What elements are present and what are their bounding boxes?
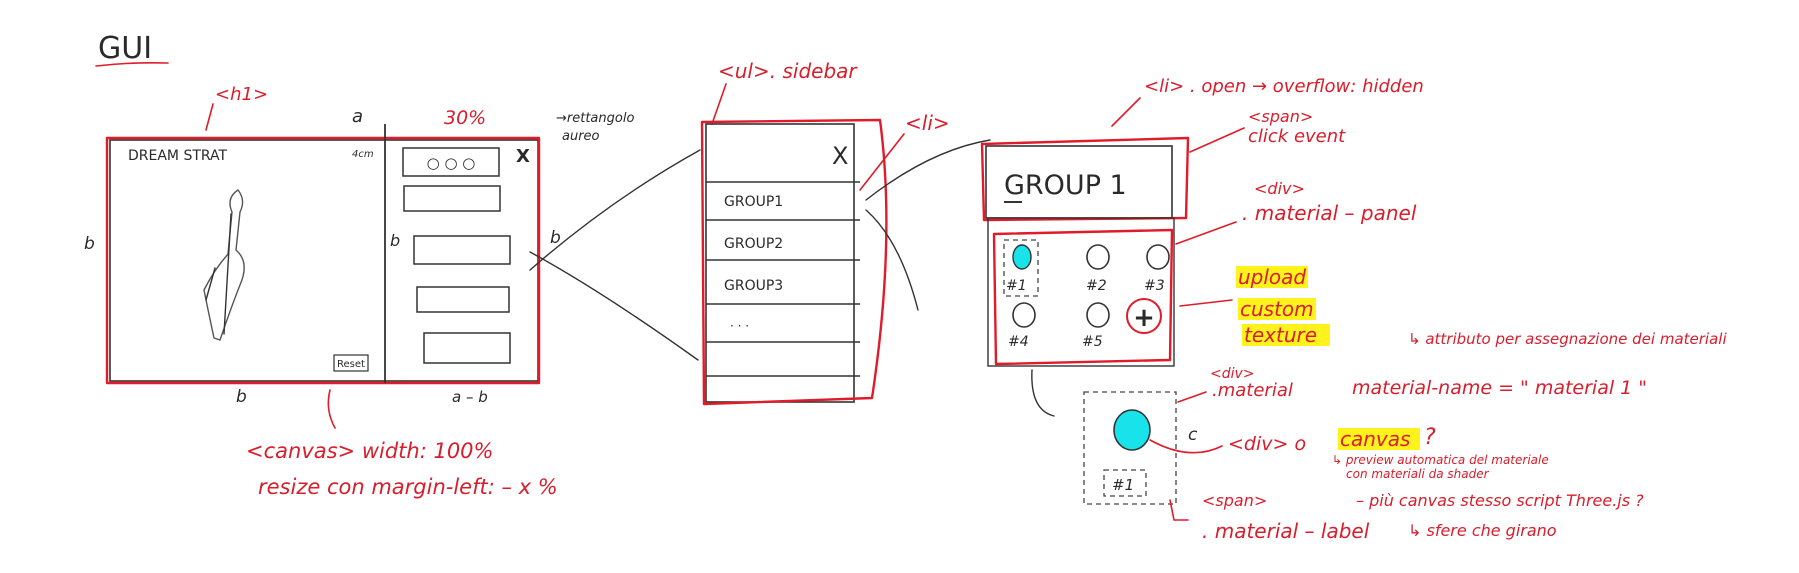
multi-canvas-note: – più canvas stesso script Three.js ?	[1356, 491, 1644, 510]
material-detail-box	[1083, 391, 1177, 505]
material-panel-note: . material – panel	[1242, 201, 1417, 225]
material-swatch-2[interactable]: #2	[1086, 244, 1110, 294]
sidebar-row-3	[416, 286, 510, 313]
material-swatch-5[interactable]: #5	[1082, 302, 1110, 350]
add-texture-button[interactable]: +	[1126, 298, 1162, 334]
material-panel-outline	[992, 228, 1174, 366]
attribute-note: ↳ attributo per assegnazione dei materia…	[1408, 330, 1727, 348]
canvas-note-arrow	[327, 389, 336, 429]
material-label-3: #3	[1144, 278, 1165, 294]
li-open-note: <li> . open → overflow: hidden	[1144, 76, 1424, 97]
div-material-note-2: .material	[1212, 380, 1293, 401]
sidebar-row-1	[403, 185, 501, 212]
material-swatch-1[interactable]: #1	[1003, 239, 1039, 297]
sidebar-row-2	[413, 235, 511, 265]
group-header-outline	[980, 136, 1190, 222]
preview-note-1: ↳ preview automatica del materiale	[1332, 453, 1549, 467]
right-b-label: b	[550, 228, 561, 248]
guitar-sketch	[203, 189, 245, 341]
connector-bottom	[529, 251, 699, 361]
canvas-outline	[105, 136, 541, 385]
material-label-note: . material – label	[1202, 519, 1370, 543]
material-swatch-4[interactable]: #4	[1008, 302, 1036, 350]
group-title[interactable]: GROUP 1	[1004, 170, 1127, 201]
h1-arrow	[205, 103, 214, 131]
span-note-2: <span>	[1202, 491, 1267, 510]
c-label: c	[1188, 425, 1198, 445]
material-label-1: #1	[1006, 278, 1027, 294]
cm-label: 4cm	[352, 149, 374, 160]
ul-sidebar-note: <ul>. sidebar	[718, 59, 858, 83]
sidebar-header-box	[402, 147, 500, 177]
dim-a-label: a	[352, 106, 363, 127]
canvas-note-line-1: <canvas> width: 100%	[246, 439, 494, 463]
sidebar-item-group2[interactable]: GROUP2	[724, 236, 783, 252]
dots-label: ○ ○ ○	[427, 154, 476, 172]
sidebar-item-group3[interactable]: GROUP3	[724, 278, 783, 294]
material-panel-sketch	[987, 217, 1175, 367]
spheres-note: ↳ sfere che girano	[1408, 521, 1557, 540]
left-b-label: b	[84, 234, 95, 254]
li-note: <li>	[905, 111, 950, 135]
material-preview-sphere	[1113, 409, 1151, 451]
app-title: DREAM STRAT	[128, 148, 228, 164]
reset-label: Reset	[337, 359, 365, 370]
page-title: GUI	[98, 31, 152, 66]
h1-tag-note: <h1>	[215, 84, 268, 105]
div-note: <div>	[1254, 179, 1305, 198]
sidebar-more-dots: · · ·	[730, 319, 749, 333]
canvas-word: canvas	[1340, 427, 1410, 451]
material-detail-label: #1	[1112, 476, 1134, 494]
div-material-note-1: <div>	[1210, 366, 1255, 382]
click-event-note: click event	[1248, 126, 1346, 147]
upload-note-2: custom	[1240, 297, 1314, 321]
sidebar-row-4	[423, 332, 511, 364]
upload-note-1: upload	[1238, 265, 1306, 289]
sidebar-item-group1[interactable]: GROUP1	[724, 194, 783, 210]
div-or-note: <div> o	[1228, 433, 1306, 455]
ul-arrow	[711, 83, 727, 125]
golden-rect-note-2: aureo	[562, 129, 600, 144]
sidebar-close-icon[interactable]: X	[832, 142, 848, 170]
detail-arrow	[1031, 369, 1055, 417]
inner-b-label: b	[390, 231, 400, 250]
bottom-b-label: b	[236, 387, 247, 407]
material-name-attr: material-name = " material 1 "	[1352, 377, 1647, 399]
preview-note-2: con materiali da shader	[1346, 467, 1490, 481]
title-underline	[95, 62, 169, 67]
connector-panel-2	[865, 139, 991, 201]
span-note: <span>	[1248, 107, 1313, 126]
sidebar-panel-outline	[700, 118, 888, 406]
upload-note-3: texture	[1244, 323, 1317, 347]
material-label-5: #5	[1082, 334, 1103, 350]
question-mark: ?	[1424, 425, 1436, 450]
material-label-box	[1103, 469, 1147, 497]
golden-rect-note-1: →rettangolo	[556, 111, 634, 126]
li-arrow	[859, 133, 905, 191]
percent-label: 30%	[444, 107, 486, 129]
close-icon[interactable]: X	[516, 146, 530, 167]
material-swatch-3[interactable]: #3	[1144, 244, 1170, 294]
material-label-2: #2	[1086, 278, 1107, 294]
plus-icon: +	[1133, 303, 1155, 333]
canvas-note-line-2: resize con margin-left: – x %	[258, 475, 558, 499]
connector-panel-1	[865, 209, 919, 311]
bottom-ab-label: a – b	[452, 388, 488, 406]
connector-top	[529, 149, 701, 271]
material-label-4: #4	[1008, 334, 1029, 350]
reset-button[interactable]	[333, 354, 369, 372]
